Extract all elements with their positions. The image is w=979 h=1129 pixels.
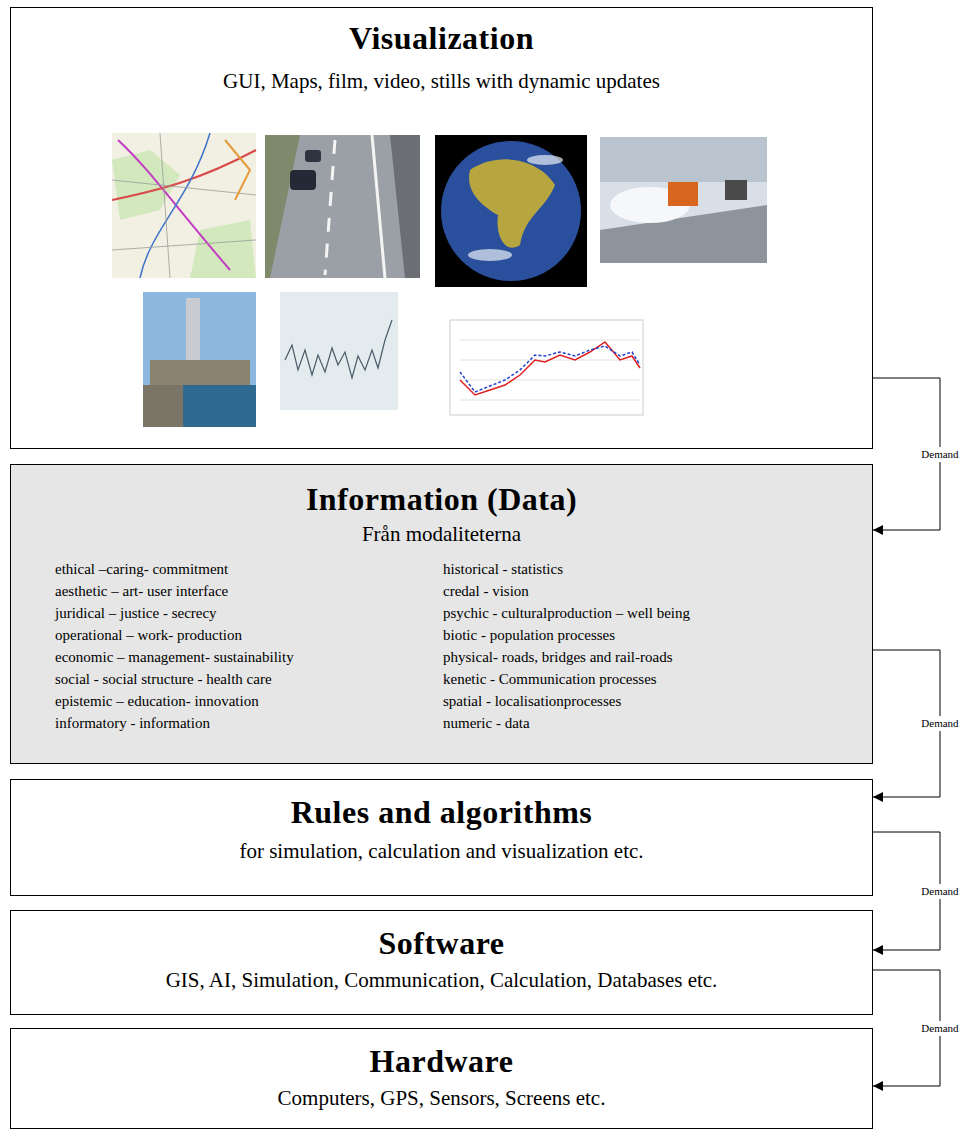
layer-title: Information (Data) (11, 481, 872, 518)
modality-item: psychic - culturalproduction – well bein… (443, 602, 831, 624)
snowy-ground (600, 137, 767, 263)
truck (668, 182, 698, 206)
truck (725, 180, 747, 200)
map-road (140, 133, 210, 278)
modality-item: juridical – justice - secrecy (55, 602, 443, 624)
layer-box: VisualizationGUI, Maps, film, video, sti… (10, 7, 873, 449)
layer-title: Rules and algorithms (11, 794, 872, 831)
layer-subtitle: for simulation, calculation and visualiz… (11, 839, 872, 863)
highway-photo (265, 135, 420, 278)
road-surface (265, 135, 420, 278)
map-area (190, 220, 256, 278)
layer-title: Software (11, 925, 872, 962)
earth-picture (435, 135, 587, 287)
car (290, 170, 316, 190)
chart-ground (450, 320, 643, 415)
globe (441, 141, 581, 281)
modality-item: kenetic - Communication processes (443, 668, 831, 690)
modality-item: social - social structure - health care (55, 668, 443, 690)
car (305, 150, 321, 162)
modality-item: historical - statistics (443, 558, 831, 580)
layer-title: Hardware (11, 1043, 872, 1080)
space (435, 135, 587, 287)
layer-box: Rules and algorithms for simulation, calc… (10, 779, 873, 896)
modality-item: informatory - information (55, 712, 443, 734)
land (469, 159, 555, 247)
grid-line (460, 340, 640, 400)
cloud (468, 249, 512, 261)
modality-item: aesthetic – art- user interface (55, 580, 443, 602)
modality-item: physical- roads, bridges and rail-roads (443, 646, 831, 668)
map-road (118, 140, 230, 270)
buildings (150, 360, 250, 385)
layer-subtitle: GIS, AI, Simulation, Communication, Calc… (11, 968, 872, 992)
forest (600, 137, 767, 182)
layer-box: HardwareComputers, GPS, Sensors, Screens… (10, 1028, 873, 1129)
layer-box: Information (Data) Från modaliteterna ethi… (10, 464, 873, 764)
water (143, 385, 256, 427)
modality-item: credal - vision (443, 580, 831, 602)
layer-subtitle: Från modaliteterna (11, 522, 872, 546)
city-photo (143, 292, 256, 427)
modality-item: spatial - localisationprocesses (443, 690, 831, 712)
layer-title: Visualization (11, 20, 872, 57)
chart-line (460, 346, 640, 392)
lane-mark (325, 140, 335, 275)
edge-label: Demand (919, 884, 960, 899)
cloud (527, 155, 563, 165)
map-ground (112, 133, 256, 278)
layer-subtitle: Computers, GPS, Sensors, Screens etc. (11, 1086, 872, 1110)
modality-item: economic – management- sustainability (55, 646, 443, 668)
modality-item: epistemic – education- innovation (55, 690, 443, 712)
edge-label: Demand (919, 447, 960, 462)
chart-line (285, 320, 392, 378)
map-road (225, 140, 250, 200)
chart-ground (280, 292, 398, 410)
modality-item: numeric - data (443, 712, 831, 734)
layer-subtitle: GUI, Maps, film, video, stills with dyna… (11, 69, 872, 93)
modality-item: operational – work- production (55, 624, 443, 646)
line-chart-image (280, 292, 398, 410)
sky (143, 292, 256, 427)
modality-item: ethical –caring- commitment (55, 558, 443, 580)
lane-mark (372, 135, 385, 278)
map-line (112, 133, 256, 278)
chart-line (460, 342, 640, 395)
barrier (390, 135, 420, 278)
layer-box: SoftwareGIS, AI, Simulation, Communicati… (10, 910, 873, 1015)
quay (143, 385, 183, 427)
snowplow-photo (600, 137, 767, 263)
roadside (265, 135, 300, 278)
map-picture (112, 133, 256, 278)
modality-item: biotic - population processes (443, 624, 831, 646)
edge-label: Demand (919, 1021, 960, 1036)
edge-label: Demand (919, 716, 960, 731)
line-chart-image (450, 320, 643, 415)
